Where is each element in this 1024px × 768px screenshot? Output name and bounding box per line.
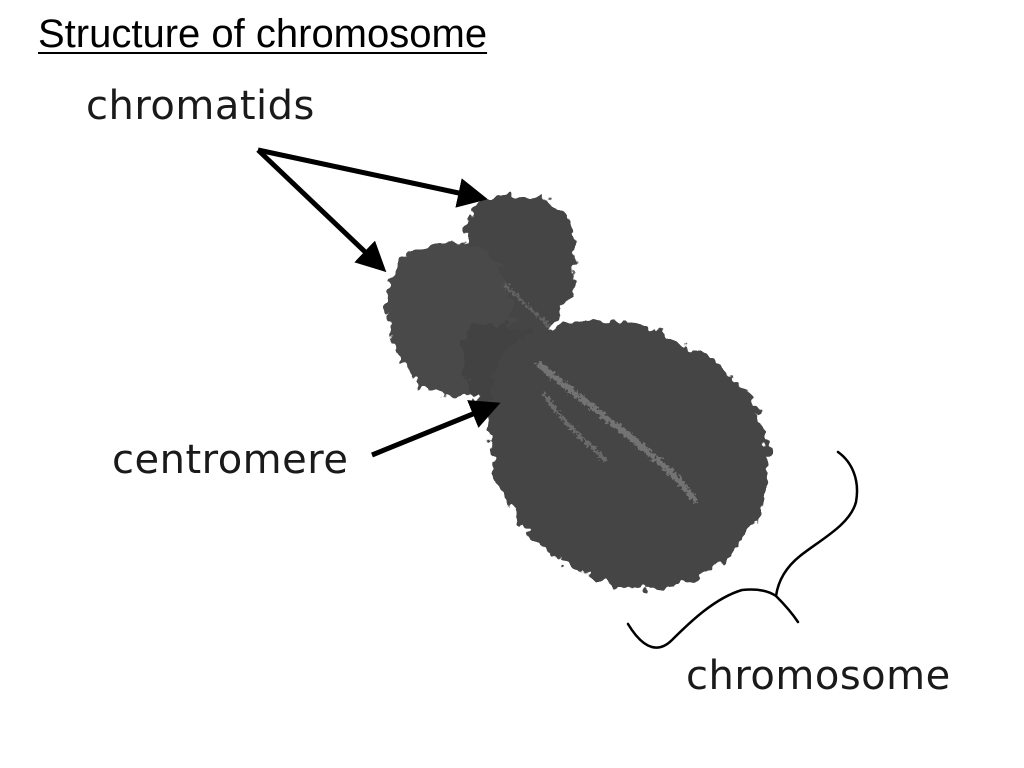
chromosome-label: chromosome — [686, 653, 951, 699]
chromatids-arrow-upper — [257, 147, 488, 208]
chromatid-highlights — [503, 283, 698, 503]
lower-chromatid-arm — [488, 320, 769, 589]
chromosome-body — [387, 195, 769, 589]
slide-title: Structure of chromosome — [38, 12, 488, 56]
chromatids-label: chromatids — [86, 83, 315, 129]
centromere-label: centromere — [112, 437, 349, 483]
brace-tip — [774, 594, 800, 624]
chromatids-arrow-lower — [256, 148, 387, 273]
centromere-arrow — [371, 400, 501, 458]
